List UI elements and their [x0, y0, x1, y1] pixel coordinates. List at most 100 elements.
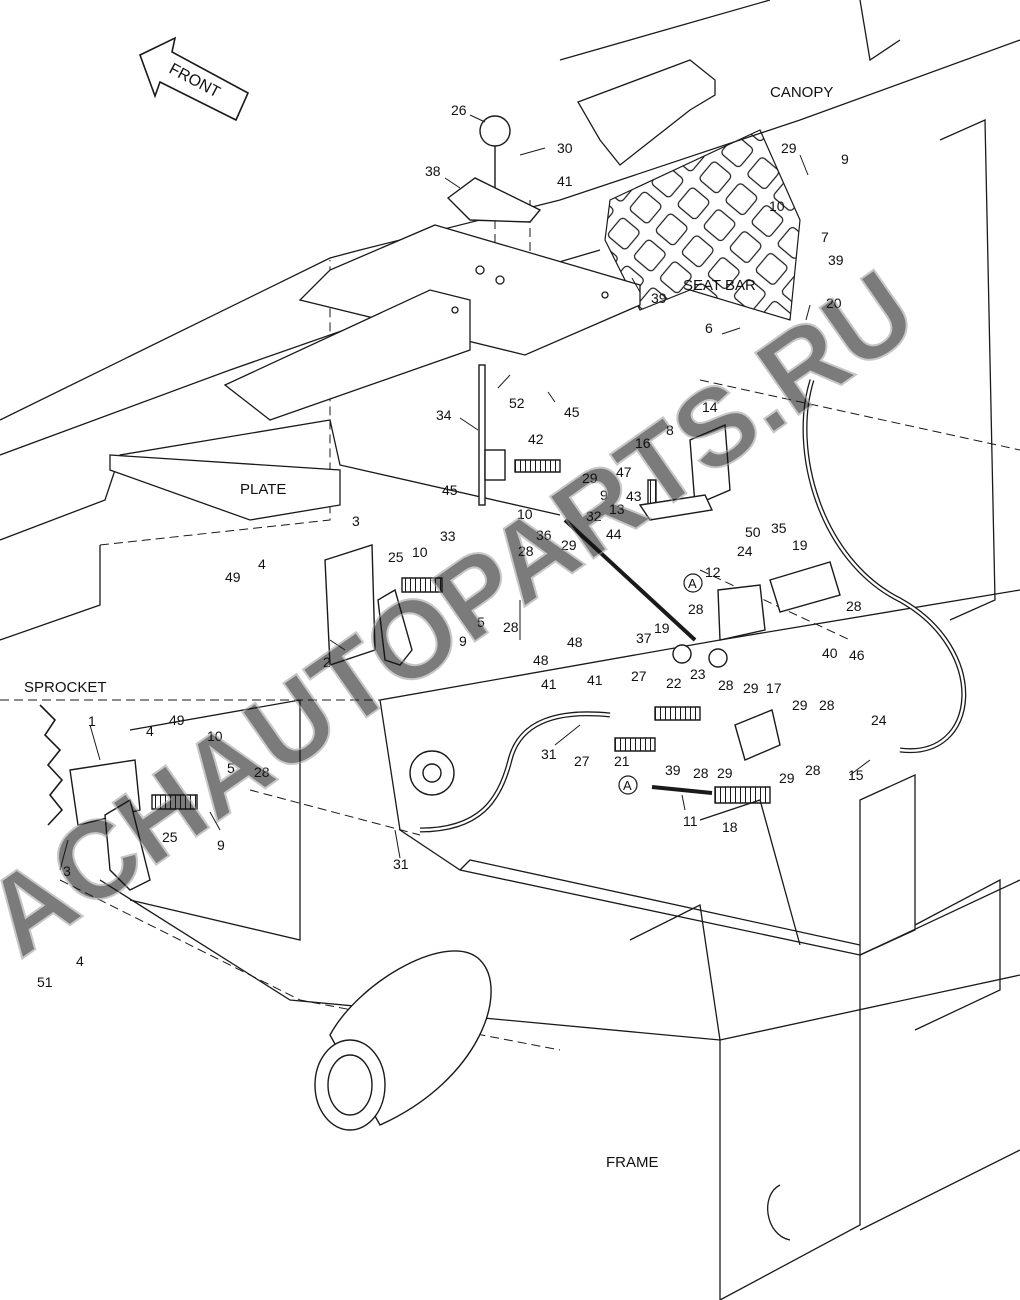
callout-7: 7 [821, 229, 829, 245]
callout-24-upper: 24 [737, 543, 753, 559]
callout-39-top: 39 [651, 290, 667, 306]
roller-37 [672, 644, 692, 664]
callout-42: 42 [528, 431, 544, 447]
ref-a-label-1: A [688, 576, 697, 591]
spring-21 [614, 737, 656, 752]
frame-pulley-inner [422, 763, 442, 783]
callout-44: 44 [606, 526, 622, 542]
callout-12: 12 [705, 564, 721, 580]
callout-48-b: 48 [533, 652, 549, 668]
callout-41-a: 41 [541, 676, 557, 692]
callout-28-i: 28 [254, 764, 270, 780]
callout-40: 40 [822, 645, 838, 661]
upper-deck-outline [0, 39, 1020, 421]
spring-25-lower [151, 794, 198, 810]
sleeve-12 [717, 584, 766, 641]
left-rail [0, 419, 561, 541]
lever-knob [479, 115, 511, 147]
callout-23: 23 [690, 666, 706, 682]
plate-hole-4 [601, 291, 609, 299]
spring-25-upper [401, 577, 443, 593]
rear-hook [767, 1184, 791, 1241]
plate-hole-2 [495, 275, 505, 285]
callout-28-e: 28 [718, 677, 734, 693]
spring-18 [714, 786, 771, 804]
dash-right [699, 379, 1020, 451]
callout-19-mid: 19 [654, 620, 670, 636]
frame-box-top [459, 859, 861, 946]
callout-10-c: 10 [207, 728, 223, 744]
seat-bar-label: SEAT BAR [683, 277, 756, 294]
callout-32: 32 [586, 508, 602, 524]
callout-25-lower: 25 [162, 829, 178, 845]
frame-box-front [379, 699, 861, 1300]
hidden-lines [0, 200, 1020, 1051]
callout-5-upper: 5 [477, 614, 485, 630]
switch-14 [689, 423, 731, 507]
callout-33: 33 [440, 528, 456, 544]
sprocket-label: SPROCKET [24, 679, 107, 696]
spring-42 [514, 459, 561, 473]
ref-a-circle-1 [683, 573, 703, 593]
callout-41-top: 41 [557, 173, 573, 189]
callout-5-lower: 5 [227, 760, 235, 776]
svg-text:ACHAUTOPARTS.RU: ACHAUTOPARTS.RU [0, 247, 937, 980]
grille-panel [604, 129, 801, 321]
frame-box-bottom [719, 974, 1020, 1041]
callout-21: 21 [614, 753, 630, 769]
callout-19-upper: 19 [792, 537, 808, 553]
sprocket-teeth [39, 704, 64, 826]
callout-9-a: 9 [600, 487, 608, 503]
leader-lines [59, 114, 871, 871]
pivot-23 [708, 648, 728, 668]
callout-4-mid: 4 [146, 723, 154, 739]
callout-28-f: 28 [819, 697, 835, 713]
callout-37: 37 [636, 630, 652, 646]
callout-10-a: 10 [517, 506, 533, 522]
rod-44 [563, 518, 697, 642]
callout-29-d: 29 [792, 697, 808, 713]
callout-28-g: 28 [693, 765, 709, 781]
callout-28-d: 28 [688, 601, 704, 617]
callout-27-b: 27 [574, 753, 590, 769]
canopy-latch [577, 59, 716, 166]
callout-8: 8 [666, 422, 674, 438]
callout-9-b: 9 [459, 633, 467, 649]
right-panel [859, 773, 916, 957]
callout-14: 14 [702, 399, 718, 415]
region-labels: CANOPY SEAT BAR PLATE SPROCKET FRAME [24, 84, 833, 1171]
callout-18: 18 [722, 819, 738, 835]
canopy-top [859, 0, 901, 62]
callout-39-b: 39 [665, 762, 681, 778]
callout-29-e: 29 [717, 765, 733, 781]
spring-22 [654, 706, 701, 721]
callout-51: 51 [37, 974, 53, 990]
callout-15: 15 [848, 767, 864, 783]
main-cable-core [419, 712, 611, 832]
callout-10-top: 10 [769, 198, 785, 214]
rod-11 [651, 785, 713, 795]
callout-43: 43 [626, 488, 642, 504]
front-arrow-shape [139, 36, 250, 122]
left-mid-plate [129, 699, 301, 941]
right-bracket [914, 878, 1001, 1031]
canopy-grille [577, 59, 801, 321]
callout-3-lower: 3 [63, 863, 71, 879]
callout-29-top: 29 [781, 140, 797, 156]
sleeve-19 [769, 561, 841, 613]
plate-hole-3 [451, 306, 459, 314]
callout-52: 52 [509, 395, 525, 411]
callout-6: 6 [705, 320, 713, 336]
callout-31-b: 31 [393, 856, 409, 872]
callout-50: 50 [745, 524, 761, 540]
callout-11: 11 [683, 813, 698, 829]
callout-36: 36 [536, 527, 552, 543]
plate-rear [223, 289, 471, 421]
callout-10-b: 10 [412, 544, 428, 560]
frame-label: FRAME [606, 1154, 659, 1171]
plate-hole-1 [475, 265, 485, 275]
pedal-1 [104, 798, 151, 891]
canopy-label: CANOPY [770, 84, 833, 101]
callout-17: 17 [766, 680, 782, 696]
